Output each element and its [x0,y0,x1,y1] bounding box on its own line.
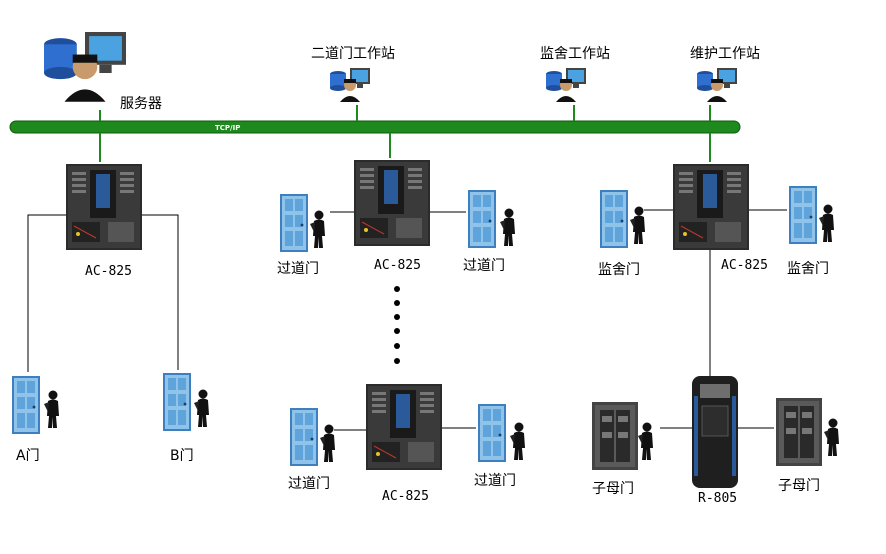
controller-panel-4 [672,163,750,251]
door-pass-1 [280,194,325,252]
tunnel-workstation-label: 二道门工作站 [311,46,395,62]
server-workstation [44,32,126,102]
door-b-label: B门 [170,448,194,464]
dorm-workstation [546,68,586,102]
door-dorm-1-label: 监舍门 [598,262,640,278]
maintenance-workstation [697,68,737,102]
door-mother-child-1-label: 子母门 [592,481,634,497]
door-pass-3 [290,408,335,466]
door-pass-4 [478,404,525,462]
controller-3-label: AC-825 [382,489,429,504]
door-mother-child-2-label: 子母门 [778,478,820,494]
maintenance-workstation-label: 维护工作站 [690,46,760,62]
door-a [12,376,59,434]
door-dorm-2 [789,186,834,244]
door-pass-4-label: 过道门 [474,473,516,489]
door-pass-2 [468,190,515,248]
reader-module-r805 [692,376,738,488]
wire-a-door [27,214,66,372]
controller-2-label: AC-825 [374,258,421,273]
controller-4-label: AC-825 [721,258,768,273]
controller-1-label: AC-825 [85,264,132,279]
tunnel-workstation [330,68,370,102]
controller-panel-2 [353,159,431,247]
server-label: 服务器 [120,96,162,112]
door-mother-child-2 [776,398,839,466]
controller-panel-1 [65,163,143,251]
tcpip-network-bus [9,120,741,134]
door-pass-1-label: 过道门 [277,261,319,277]
door-dorm-2-label: 监舍门 [787,261,829,277]
door-pass-2-label: 过道门 [463,258,505,274]
door-pass-3-label: 过道门 [288,476,330,492]
controller-panel-3 [365,383,443,471]
wire-b-door [142,214,179,370]
dorm-workstation-label: 监舍工作站 [540,46,610,62]
tcpip-bus-label: TCP/IP [215,124,240,132]
door-dorm-1 [600,190,645,248]
door-b [163,373,209,431]
door-a-label: A门 [16,448,40,464]
reader-label: R-805 [698,491,738,506]
continuation-dots [394,286,400,364]
door-mother-child-1 [592,402,653,470]
